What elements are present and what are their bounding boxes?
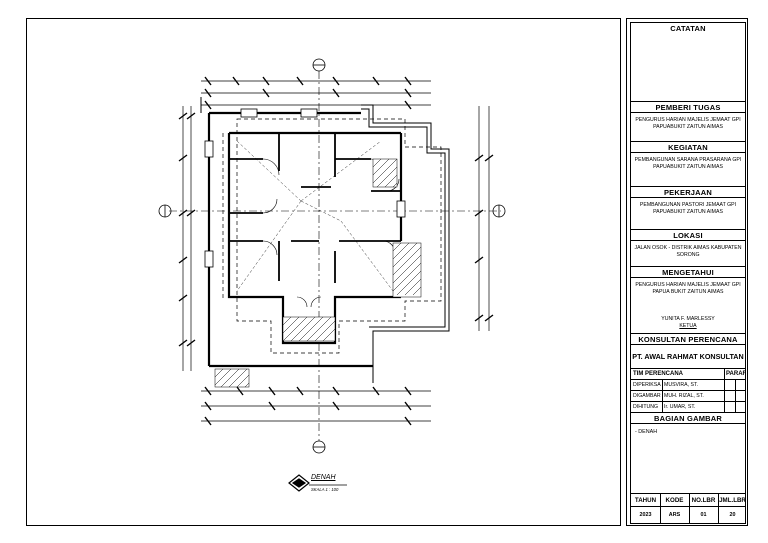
signer-role: KETUA: [679, 323, 697, 329]
title-block: CATATAN PEMBERI TUGAS PENGURUS HARIAN MA…: [626, 18, 748, 526]
footer-value-row: 2023 ARS 01 20: [631, 507, 745, 523]
site-outline: [200, 97, 450, 383]
firm-name: PT. AWAL RAHMAT KONSULTAN: [632, 352, 744, 361]
tim-label: TIM PERENCANA: [633, 371, 684, 377]
axis-lines: [169, 71, 501, 441]
bagian-section: - DENAH: [631, 424, 745, 494]
footer-value: 2023: [639, 512, 652, 518]
floor-plan-drawing: [158, 58, 506, 492]
team-row: DIHITUNG Ir. UMAR, ST.: [631, 402, 745, 413]
bagian-text: - DENAH: [635, 429, 658, 435]
plan-title: DENAH: [311, 474, 336, 481]
paraf-label: PARAF: [726, 371, 747, 377]
team-role: DIPERIKSA: [633, 382, 661, 388]
top-dimension-lines: [201, 76, 431, 110]
team-name: MUH. RIZAL, ST.: [664, 393, 704, 399]
footer-header: JML.LBR: [719, 497, 746, 504]
footer-value: ARS: [668, 512, 681, 518]
team-name: MUSVIRA, ST.: [664, 382, 699, 388]
team-name: Ir. UMAR, ST.: [664, 404, 696, 410]
footer-header: TAHUN: [634, 497, 657, 504]
footer-header: KODE: [665, 497, 684, 504]
right-dimension-lines: [474, 106, 494, 331]
kegiatan-text: PEMBANGUNAN SARANA PRASARANA GPI PAPUABU…: [631, 153, 745, 187]
footer-value: 01: [700, 512, 707, 518]
plan-scale: SKALA 1 : 100: [311, 487, 339, 492]
footer-header: NO.LBR: [691, 497, 716, 504]
lokasi-label: LOKASI: [631, 230, 745, 241]
firm-section: PT. AWAL RAHMAT KONSULTAN: [631, 345, 745, 369]
interior-walls: [229, 133, 401, 283]
pekerjaan-text: PEMBANGUNAN PASTORI JEMAAT GPI PAPUABUKI…: [631, 198, 745, 230]
bottom-dimension-lines: [201, 386, 431, 426]
lokasi-text: JALAN OSOK - DISTRIK AIMAS KABUPATEN SOR…: [631, 241, 745, 267]
mengetahui-text: PENGURUS HARIAN MAJELIS JEMAAT GPI PAPUA…: [635, 282, 741, 295]
kegiatan-label: KEGIATAN: [631, 142, 745, 153]
mengetahui-section: PENGURUS HARIAN MAJELIS JEMAAT GPI PAPUA…: [631, 278, 745, 334]
footer-header-row: TAHUN KODE NO.LBR JML.LBR: [631, 494, 746, 507]
team-row: DIGAMBAR MUH. RIZAL, ST.: [631, 391, 745, 402]
axis-bubbles: [158, 58, 506, 454]
catatan-label: CATATAN: [670, 24, 706, 33]
signer-name: YUNITA F. MARLESSY: [661, 316, 715, 322]
catatan-section: CATATAN: [631, 23, 745, 102]
left-dimension-lines: [178, 106, 196, 371]
konsultan-label: KONSULTAN PERENCANA: [631, 334, 745, 345]
team-role: DIHITUNG: [633, 404, 659, 410]
drawing-sheet: DENAH SKALA 1 : 100: [26, 18, 621, 526]
pekerjaan-label: PEKERJAAN: [631, 187, 745, 198]
roof-outline: [222, 118, 442, 354]
team-header-row: TIM PERENCANA PARAF: [631, 369, 747, 380]
windows: [204, 108, 406, 268]
mengetahui-label: MENGETAHUI: [631, 267, 745, 278]
team-role: DIGAMBAR: [633, 393, 661, 399]
plan-title-symbol: [288, 474, 347, 492]
pemberi-tugas-label: PEMBERI TUGAS: [631, 102, 745, 113]
hatched-areas: [214, 158, 422, 388]
bagian-label: BAGIAN GAMBAR: [631, 413, 745, 424]
roof-ridge-lines: [236, 140, 394, 292]
team-row: DIPERIKSA MUSVIRA, ST.: [631, 380, 745, 391]
pemberi-tugas-text: PENGURUS HARIAN MAJELIS JEMAAT GPI PAPUA…: [631, 113, 745, 142]
footer-value: 20: [729, 512, 736, 518]
